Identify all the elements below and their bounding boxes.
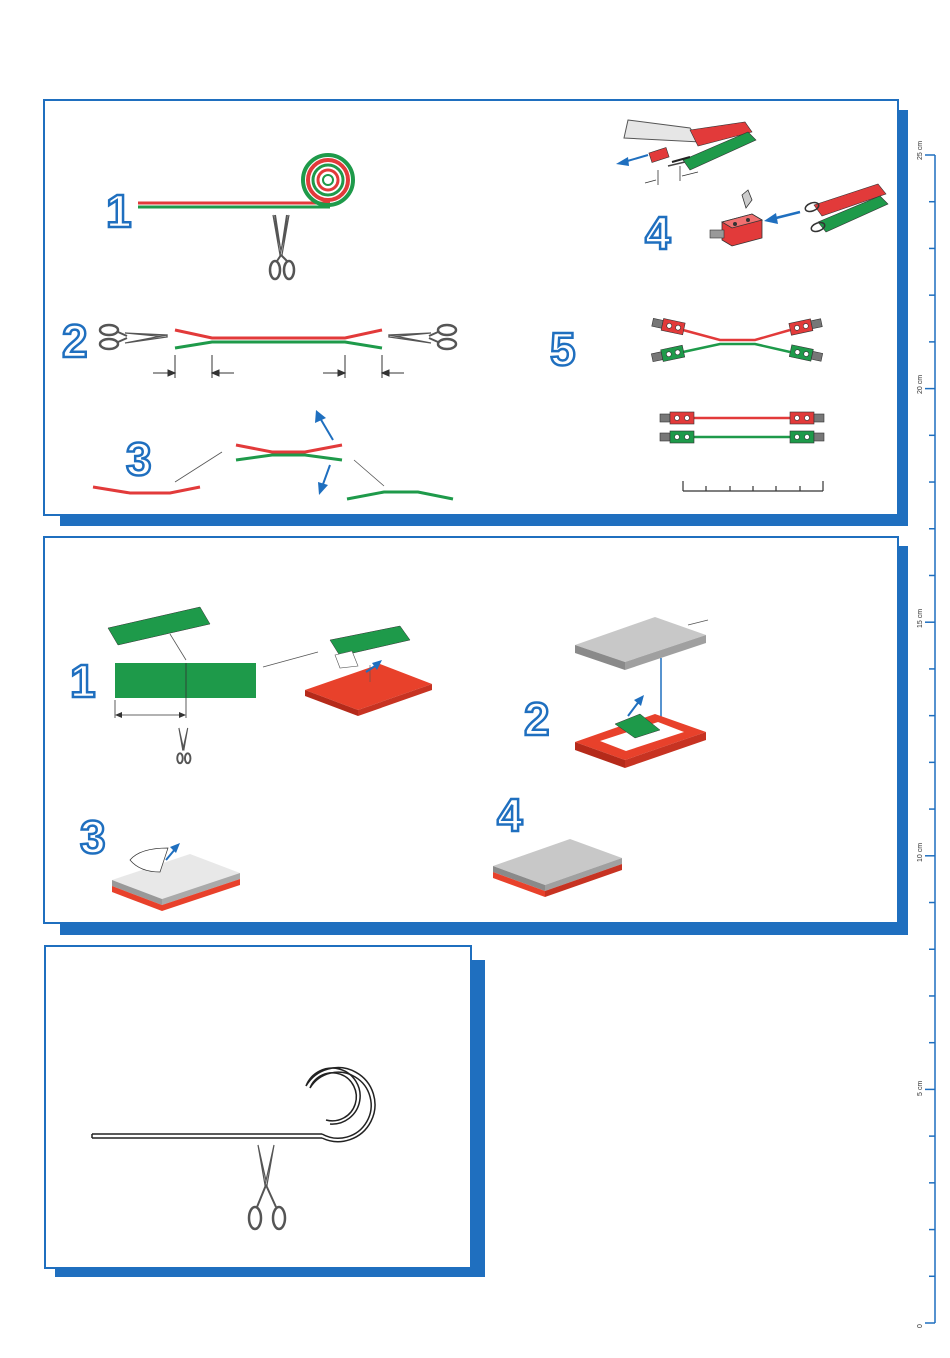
red-frame-pad [575,695,706,768]
ruler-label-15: 15 cm [917,609,924,628]
ruler-label-25: 25 cm [917,141,924,160]
scissors-icon [249,1145,285,1229]
cm-ruler: 25 cm 20 cm 15 cm 10 cm 5 cm 0 [905,0,950,1358]
rolled-strip [92,1068,375,1142]
ruler-label-20: 20 cm [917,375,924,394]
finished-pad [493,839,622,897]
grey-board [575,617,708,728]
ruler-label-5: 5 cm [917,1081,924,1096]
ruler-ticks [905,0,950,1358]
ruler-label-0: 0 [917,1324,924,1328]
ruler-label-10: 10 cm [917,843,924,862]
template-panel [0,0,500,1290]
template-illustration [0,0,500,1290]
